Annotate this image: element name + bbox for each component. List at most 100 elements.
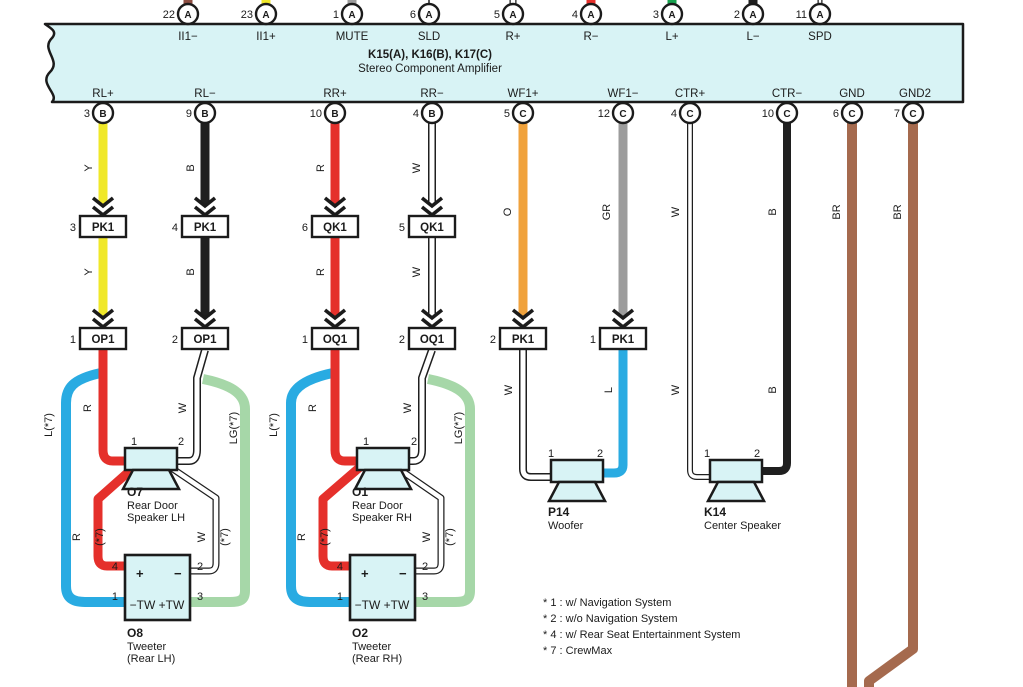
wire-RLminus-lower xyxy=(172,349,208,464)
pin-connector-letter: A xyxy=(425,10,432,21)
pin-circle xyxy=(254,2,278,26)
pin-circle xyxy=(417,2,441,26)
pin-connector-letter: B xyxy=(201,109,208,120)
pin-connector-letter: A xyxy=(184,10,191,21)
tweeter-pin-number: 4 xyxy=(112,561,118,573)
wire-label: W xyxy=(196,531,208,542)
connector-box xyxy=(407,214,457,239)
wire-CTRplus xyxy=(688,123,712,479)
pin-circle xyxy=(323,101,347,125)
amp-pin-label: WF1− xyxy=(608,88,639,100)
speaker-icon-p14 xyxy=(547,458,607,503)
amp-pin-label: II1+ xyxy=(256,31,276,43)
speaker-pin-number: 2 xyxy=(597,448,603,460)
amplifier-box xyxy=(43,22,965,104)
connector-pin-number: 1 xyxy=(590,334,596,346)
amplifier-name: Stereo Component Amplifier xyxy=(358,63,502,75)
pin-number: 2 xyxy=(734,9,740,21)
wire-label: R xyxy=(82,404,94,412)
wire-CTRminus xyxy=(762,123,791,475)
tweeter-pin-number: 1 xyxy=(112,591,118,603)
amp-pin-label: GND2 xyxy=(899,88,931,100)
pin-connector-letter: C xyxy=(619,109,626,120)
connector-pin-number: 1 xyxy=(70,334,76,346)
pin-number: 22 xyxy=(163,9,175,21)
pin-connector-letter: C xyxy=(909,109,916,120)
connector-label: OQ1 xyxy=(420,334,445,346)
connector-label: PK1 xyxy=(512,334,535,346)
wire-label: LG(*7) xyxy=(228,412,240,444)
pin-circle xyxy=(775,101,799,125)
connector-box xyxy=(180,326,230,351)
pin-number: 23 xyxy=(241,9,253,21)
pin-number: 3 xyxy=(653,9,659,21)
pin-circle xyxy=(741,2,765,26)
pin-connector-letter: B xyxy=(331,109,338,120)
amp-pin-label: MUTE xyxy=(336,31,369,43)
pin-number: 3 xyxy=(84,108,90,120)
speaker-name: Rear Door xyxy=(352,500,403,512)
tweeter-minus: − xyxy=(399,566,407,581)
amp-pin-label: SLD xyxy=(418,31,440,43)
speaker-id: O7 xyxy=(127,485,143,499)
connector-label: QK1 xyxy=(420,222,444,234)
connector-pin-number: 2 xyxy=(172,334,178,346)
connector-pin-number: 2 xyxy=(490,334,496,346)
pin-circle xyxy=(678,101,702,125)
speaker-name: Woofer xyxy=(548,520,584,532)
tweeter-name: Tweeter xyxy=(127,641,166,653)
wire-label: R xyxy=(315,164,327,172)
speaker-name: Speaker LH xyxy=(127,512,185,524)
connector-label: PK1 xyxy=(92,222,115,234)
connector-label: QK1 xyxy=(323,222,347,234)
tweeter-name: (Rear RH) xyxy=(352,653,402,665)
pin-circle xyxy=(420,101,444,125)
wire-spk-tweeter-red-rh xyxy=(318,463,363,571)
amp-pin-label: L− xyxy=(746,31,759,43)
pin-circle xyxy=(91,101,115,125)
wire-label: BR xyxy=(831,204,843,219)
connector-box xyxy=(498,326,548,351)
speaker-pin-number: 2 xyxy=(754,448,760,460)
wire-label: R xyxy=(315,268,327,276)
wire-label: W xyxy=(402,402,414,413)
wire-color-labels: Y B R W Y B R W O GR W B BR BR W L W B R… xyxy=(43,162,904,546)
wire-label: (*7) xyxy=(319,528,331,546)
wire-woofer-white xyxy=(520,350,557,480)
connector-box xyxy=(598,326,648,351)
footnote: * 1 : w/ Navigation System xyxy=(543,597,671,609)
amp-pin-label: RR+ xyxy=(323,88,347,100)
speaker-name: Speaker RH xyxy=(352,512,412,524)
connector-box xyxy=(310,326,360,351)
connector-pin-number: 2 xyxy=(399,334,405,346)
amp-pin-label: RR− xyxy=(420,88,444,100)
pin-circle xyxy=(611,101,635,125)
tweeter-box-o2 xyxy=(348,553,417,622)
wire-CTRplus-outer xyxy=(687,123,712,480)
speaker-pin-number: 1 xyxy=(131,436,137,448)
tweeter-pin-number: 2 xyxy=(422,561,428,573)
pin-circle xyxy=(176,2,200,26)
amplifier-code: K15(A), K16(B), K17(C) xyxy=(368,49,492,61)
connector-pin-number: 6 xyxy=(302,222,308,234)
pin-number: 10 xyxy=(762,108,774,120)
tweeter-pin-number: 3 xyxy=(197,591,203,603)
amp-pin-label: SPD xyxy=(808,31,832,43)
pin-connector-letter: A xyxy=(509,10,516,21)
wire-LG-loop-lh xyxy=(188,374,250,607)
connector-box xyxy=(407,326,457,351)
wire-label: W xyxy=(411,266,423,277)
speaker-pin-number: 2 xyxy=(178,436,184,448)
speaker-icon-o1 xyxy=(353,446,413,491)
connector-pin-number: 1 xyxy=(302,334,308,346)
tweeter-name: (Rear LH) xyxy=(127,653,175,665)
wire-label: B xyxy=(767,208,779,215)
wire-RLplus-lower xyxy=(98,350,137,466)
wire-label: L(*7) xyxy=(43,413,55,437)
tweeter-name: Tweeter xyxy=(352,641,391,653)
connector-label: OP1 xyxy=(193,334,217,346)
pin-connector-letter: C xyxy=(783,109,790,120)
